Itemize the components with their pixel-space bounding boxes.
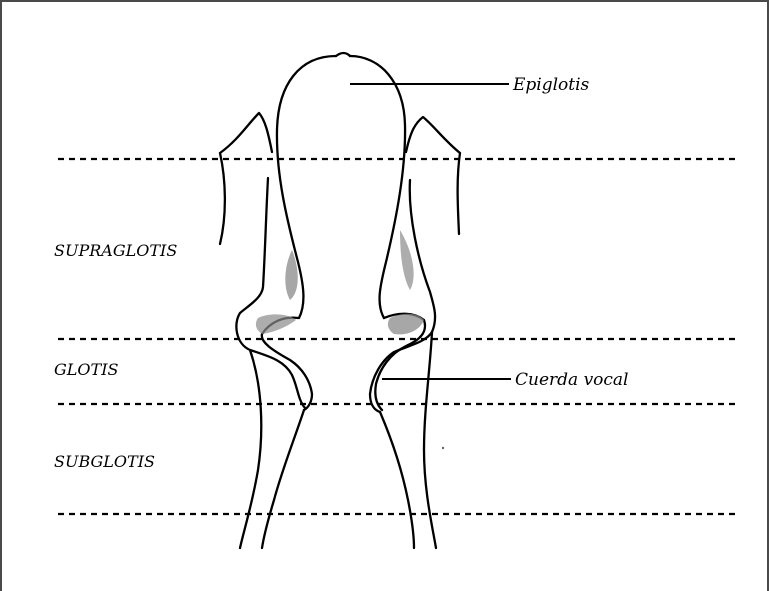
left-subglottic-wall-outer (240, 350, 261, 548)
vocal-cord-label: Cuerda vocal (515, 370, 629, 390)
epiglottis-tip (336, 53, 350, 56)
right-vocal-fold-shading (388, 314, 424, 335)
right-ventricle-shading (400, 230, 414, 290)
left-subglottic-wall-inner (262, 410, 304, 548)
supraglottis-label: SUPRAGLOTIS (54, 241, 177, 260)
glottis-label: GLOTIS (54, 360, 119, 379)
right-subglottic-wall-inner (380, 412, 414, 548)
left-vocal-fold-shading (256, 314, 296, 334)
right-subglottic-wall-outer (424, 332, 436, 548)
epiglottis-label: Epiglotis (512, 75, 590, 95)
epiglottis-outline-right (350, 56, 405, 318)
left-aryepiglottic-fold (220, 113, 272, 244)
right-aryepiglottic-fold (406, 117, 460, 234)
speck (442, 447, 444, 449)
subglottis-label: SUBGLOTIS (54, 452, 155, 471)
